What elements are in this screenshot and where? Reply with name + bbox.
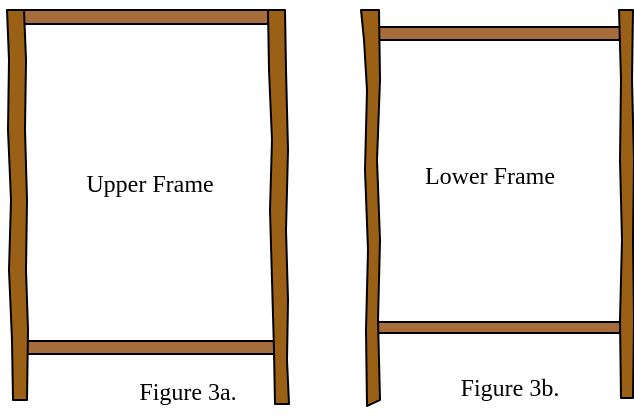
upper-frame-label: Upper Frame <box>86 172 213 198</box>
lower-frame-right-post <box>618 9 634 399</box>
upper-frame-right-post <box>267 9 290 405</box>
upper-frame-top-rail <box>21 9 273 25</box>
lower-frame-left-post <box>360 9 381 407</box>
upper-frame-left-post <box>6 9 29 401</box>
lower-frame-label: Lower Frame <box>425 164 555 190</box>
upper-frame-bottom-rail <box>26 340 278 355</box>
lower-frame-bottom-rail <box>377 321 623 334</box>
figure-3a-caption: Figure 3a. <box>139 380 236 406</box>
figure-3b-caption: Figure 3b. <box>461 376 560 402</box>
upper-frame-figure: Upper Frame Figure 3a. <box>6 9 290 406</box>
lower-frame-figure: Lower Frame Figure 3b. <box>360 9 634 407</box>
lower-frame-top-rail <box>377 26 623 41</box>
